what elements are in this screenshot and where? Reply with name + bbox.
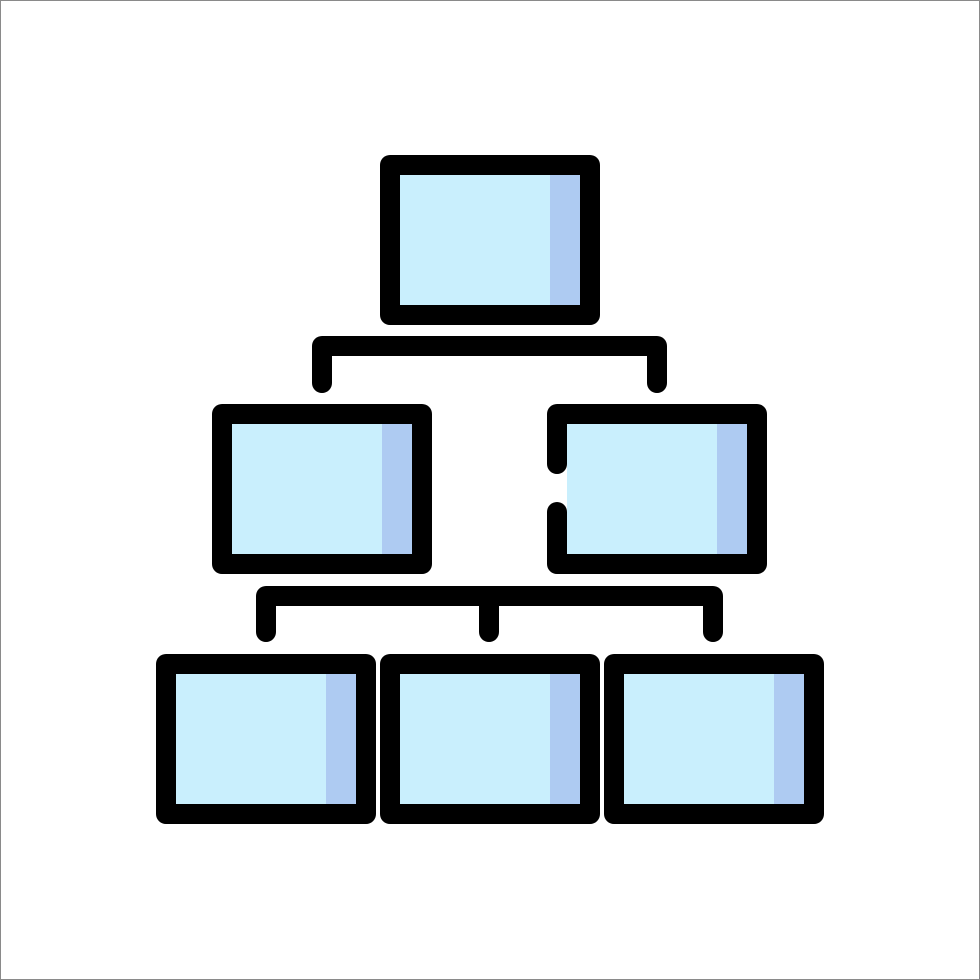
- node-outline: [212, 404, 432, 574]
- node-boxes: [156, 155, 824, 824]
- node-outline: [156, 654, 376, 824]
- node-outline: [547, 404, 767, 574]
- node-shade: [326, 674, 356, 804]
- node-shade: [382, 424, 412, 554]
- node-outline: [380, 654, 600, 824]
- connector-lines: [256, 336, 723, 642]
- connector-top-bracket: [312, 336, 667, 393]
- node-box-bottom-center: [380, 654, 600, 824]
- node-box-middle-right: [547, 404, 767, 574]
- node-shade: [550, 674, 580, 804]
- node-outline: [380, 155, 600, 325]
- node-box-bottom-right: [604, 654, 824, 824]
- node-shade: [774, 674, 804, 804]
- node-shade: [550, 175, 580, 305]
- node-box-top: [380, 155, 600, 325]
- node-box-bottom-left: [156, 654, 376, 824]
- node-shade: [717, 424, 747, 554]
- node-box-middle-left: [212, 404, 432, 574]
- node-outline: [604, 654, 824, 824]
